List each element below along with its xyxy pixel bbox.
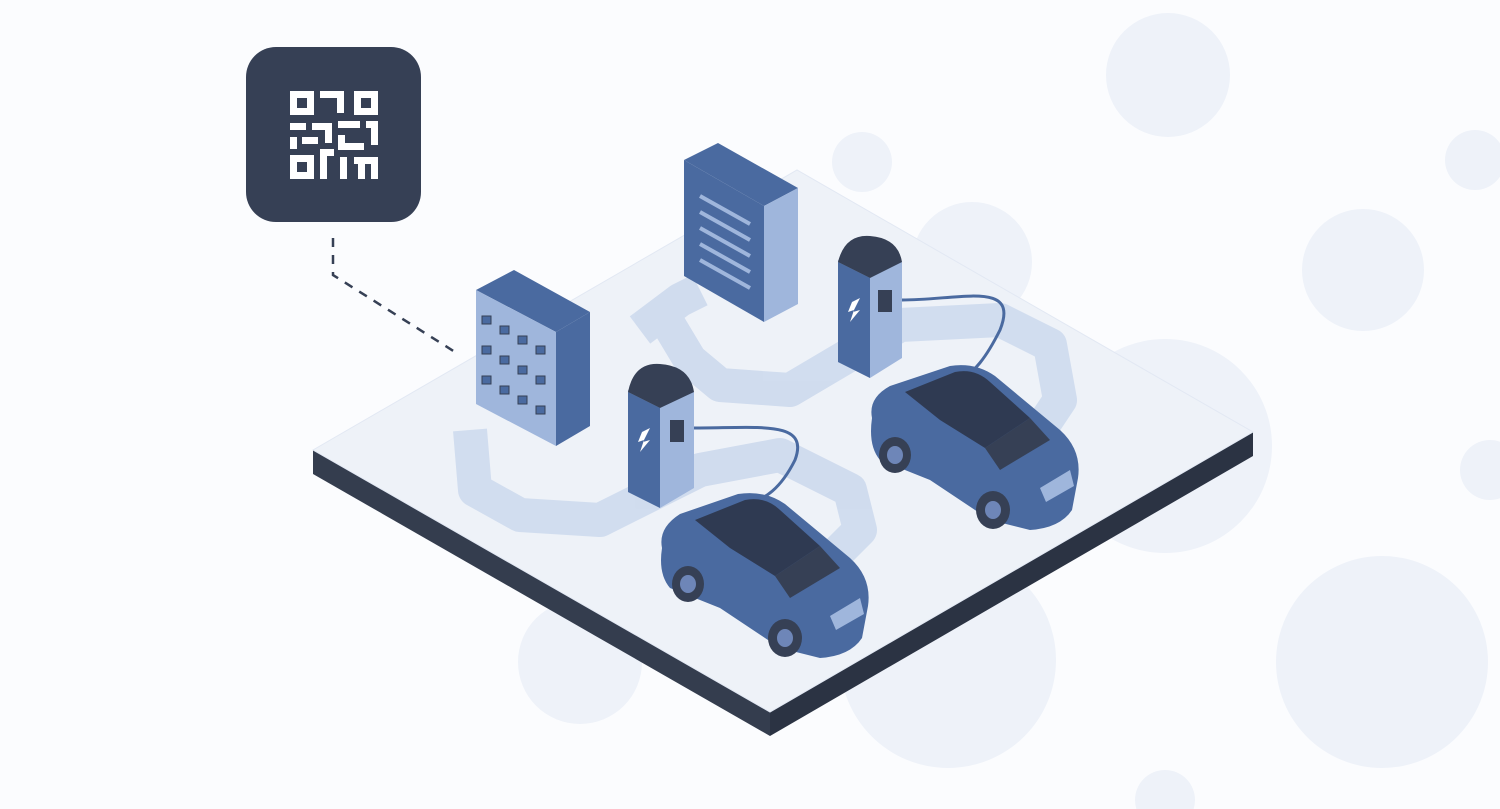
server-cabinet-icon: [684, 143, 798, 322]
car-front-icon: [661, 493, 869, 658]
locker-cabinet-icon: [476, 270, 590, 446]
charger-front-icon: [628, 363, 799, 508]
qr-code-icon: [289, 90, 378, 179]
charger-rear-icon: [838, 235, 1006, 384]
dashed-connector: [331, 238, 456, 354]
lightning-icon: [638, 428, 650, 452]
qr-code-tile: [246, 47, 421, 222]
car-rear-icon: [871, 365, 1079, 530]
lightning-icon: [848, 298, 860, 322]
background-bubbles: [518, 13, 1500, 809]
